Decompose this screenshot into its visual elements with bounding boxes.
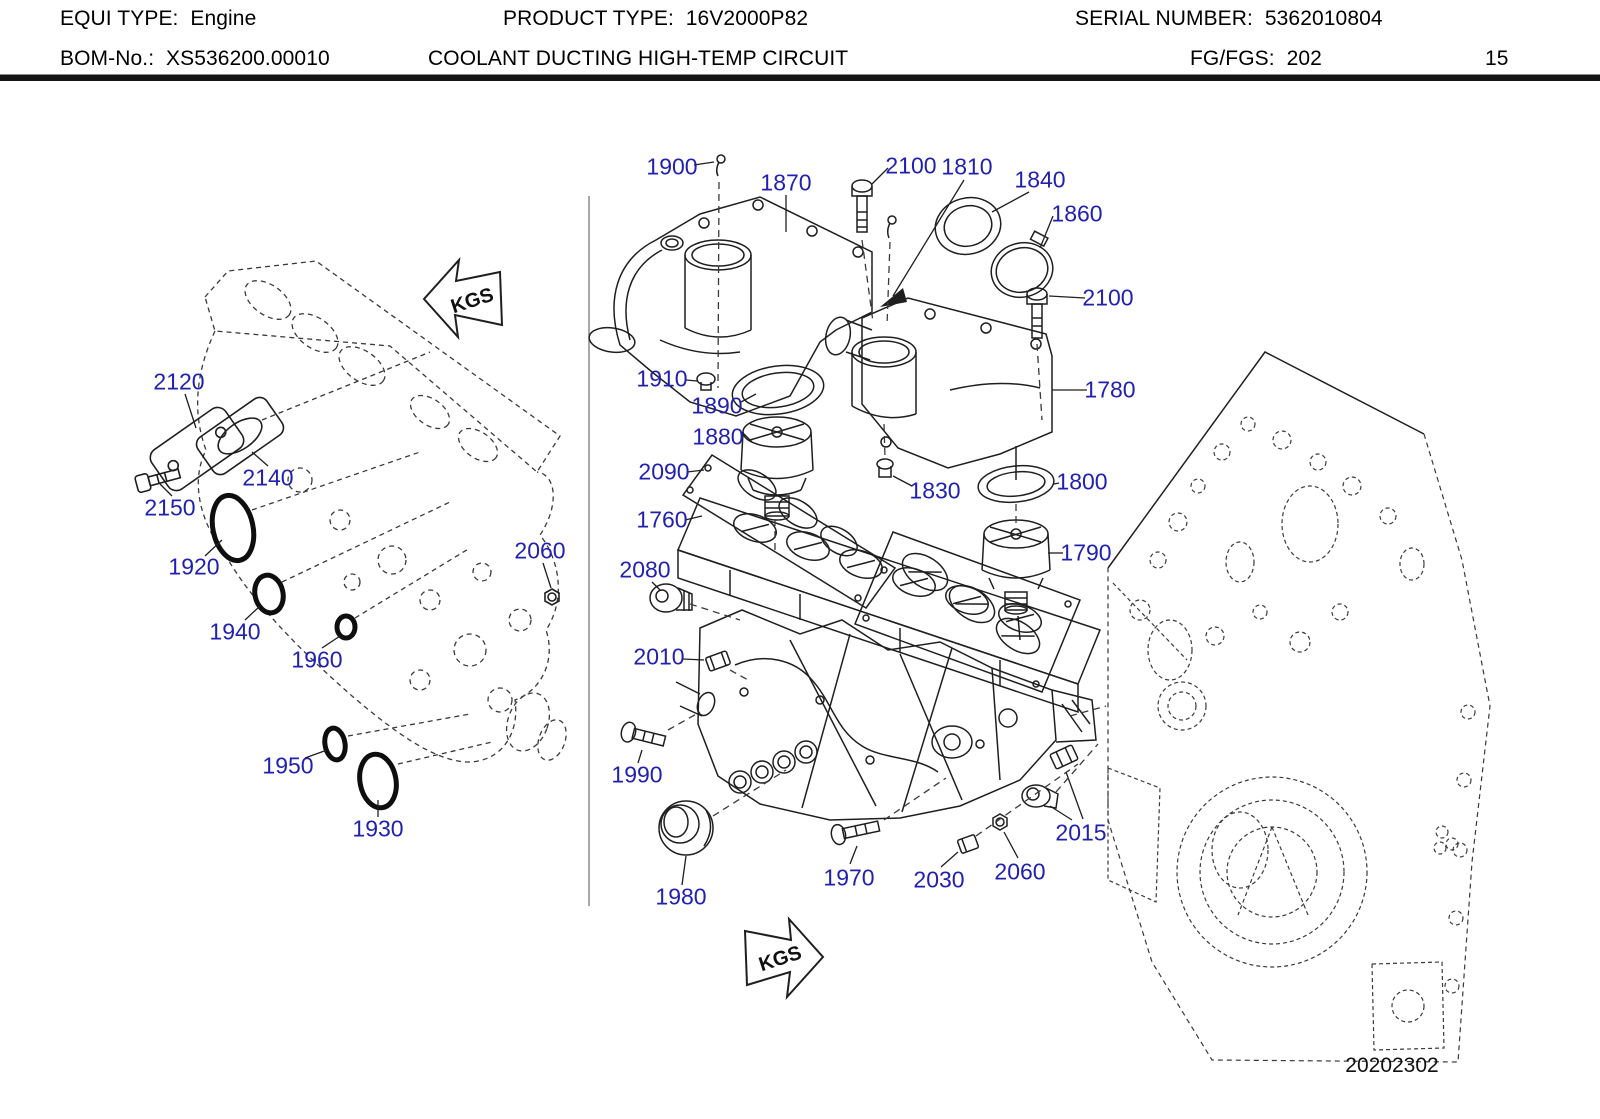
screw-2150 xyxy=(134,468,182,494)
serial-number-value: 5362010804 xyxy=(1264,7,1383,30)
fg-value: 202 xyxy=(1286,47,1322,70)
part-label-1830: 1830 xyxy=(909,477,961,504)
part-label-1780: 1780 xyxy=(1084,376,1136,403)
equi-type-label: EQUI TYPE: xyxy=(60,7,179,30)
part-label-1920: 1920 xyxy=(168,553,220,580)
diagram-line-art: KGS KGS xyxy=(134,154,1491,1063)
o-ring-1950 xyxy=(322,725,348,763)
part-label-2140: 2140 xyxy=(242,464,294,491)
page-number: 15 xyxy=(1485,47,1509,70)
exploded-view-diagram: KGS KGS xyxy=(0,80,1600,1119)
plug-2080 xyxy=(649,583,693,613)
kgs-arrow-right: KGS xyxy=(743,916,825,1001)
drawing-number: 20202302 xyxy=(1345,1054,1439,1077)
part-label-1840: 1840 xyxy=(1014,166,1066,193)
part-label-1910: 1910 xyxy=(636,365,688,392)
seal-ring-1800 xyxy=(977,446,1055,504)
clip-2010 xyxy=(705,650,731,672)
plug-2060-left xyxy=(544,588,560,606)
coolant-ports xyxy=(728,740,818,794)
product-type: PRODUCT TYPE: 16V2000P82 xyxy=(503,7,808,31)
bolt-2100-top xyxy=(851,179,873,233)
part-label-2150: 2150 xyxy=(144,494,196,521)
screw-1910 xyxy=(696,372,716,391)
thermostat-1790 xyxy=(981,519,1051,641)
bolt-1990 xyxy=(620,721,667,747)
plug-2015-socket xyxy=(1021,784,1059,809)
part-label-1790: 1790 xyxy=(1060,539,1112,566)
part-label-2060-left: 2060 xyxy=(514,537,566,564)
part-label-1800: 1800 xyxy=(1056,468,1108,495)
right-gearcase-view xyxy=(1107,351,1491,1063)
seal-ring-1890 xyxy=(731,364,825,416)
screw-1830 xyxy=(876,458,894,478)
serial-number: SERIAL NUMBER: 5362010804 xyxy=(1075,7,1383,31)
bom-number: BOM-No.: XS536200.00010 xyxy=(60,47,330,71)
part-label-2100-top: 2100 xyxy=(885,152,937,179)
gasket-lower-right xyxy=(854,531,1081,693)
left-installed-view xyxy=(197,260,567,765)
sheet-title: COOLANT DUCTING HIGH-TEMP CIRCUIT xyxy=(428,47,849,70)
header-divider-rule xyxy=(0,74,1600,81)
plug-2015-square xyxy=(1049,744,1079,770)
bom-label: BOM-No.: xyxy=(60,47,155,70)
part-label-2060-right: 2060 xyxy=(994,858,1046,885)
bolt-2100-right xyxy=(1026,287,1048,339)
kgs-arrow-left: KGS xyxy=(422,256,504,341)
gasket-2090 xyxy=(681,453,897,610)
o-ring-1960 xyxy=(334,613,358,641)
construction-lines xyxy=(667,181,1107,837)
equi-type-value: Engine xyxy=(190,7,257,30)
part-label-2015: 2015 xyxy=(1055,819,1107,846)
hose-seal-1840 xyxy=(934,196,1002,256)
part-label-1960: 1960 xyxy=(291,646,343,673)
manifold-block-1760 xyxy=(676,497,1101,714)
o-ring-1920 xyxy=(209,492,257,564)
fg-fgs: FG/FGS: 202 xyxy=(1190,47,1322,71)
part-label-1890: 1890 xyxy=(691,392,743,419)
center-assembly xyxy=(588,154,1101,856)
cap-1980 xyxy=(658,800,714,856)
part-label-2100-right: 2100 xyxy=(1082,284,1134,311)
equi-type: EQUI TYPE: Engine xyxy=(60,7,256,31)
part-label-2120: 2120 xyxy=(153,368,205,395)
part-label-1980: 1980 xyxy=(655,883,707,910)
gasket-2140 xyxy=(195,396,285,476)
o-ring-1930 xyxy=(357,751,399,811)
plug-2030 xyxy=(956,834,980,854)
hose-clamp-1860 xyxy=(990,230,1054,299)
part-label-1970: 1970 xyxy=(823,864,875,891)
part-label-1990: 1990 xyxy=(611,761,663,788)
bom-value: XS536200.00010 xyxy=(166,47,330,70)
product-type-value: 16V2000P82 xyxy=(685,7,809,30)
insertion-arrowhead xyxy=(880,288,907,307)
nut-2060-right xyxy=(992,813,1008,831)
leader-lines xyxy=(159,161,1087,886)
serial-number-label: SERIAL NUMBER: xyxy=(1075,7,1253,30)
page-header: EQUI TYPE: Engine PRODUCT TYPE: 16V2000P… xyxy=(0,0,1600,81)
part-label-1810: 1810 xyxy=(941,153,993,180)
manifold-housing-1870 xyxy=(588,196,873,417)
o-ring-1940 xyxy=(252,572,286,616)
pin-1900 xyxy=(715,154,726,177)
left-view-parts xyxy=(134,396,560,811)
part-label-2010: 2010 xyxy=(633,643,685,670)
part-label-1940: 1940 xyxy=(209,618,261,645)
part-label-1900: 1900 xyxy=(646,153,698,180)
fg-label: FG/FGS: xyxy=(1190,47,1275,70)
part-label-2090: 2090 xyxy=(638,458,690,485)
product-type-label: PRODUCT TYPE: xyxy=(503,7,674,30)
part-label-1930: 1930 xyxy=(352,815,404,842)
part-label-2030: 2030 xyxy=(913,866,965,893)
manifold-housing-1780 xyxy=(851,297,1053,469)
thermostat-1880 xyxy=(740,416,814,521)
part-label-1870: 1870 xyxy=(760,169,812,196)
bolt-1970 xyxy=(830,820,881,846)
part-label-1760: 1760 xyxy=(636,506,688,533)
part-label-1880: 1880 xyxy=(692,423,744,450)
pin-1810 xyxy=(886,215,897,239)
part-label-2080: 2080 xyxy=(619,556,671,583)
part-label-1950: 1950 xyxy=(262,752,314,779)
part-label-1860: 1860 xyxy=(1051,200,1103,227)
